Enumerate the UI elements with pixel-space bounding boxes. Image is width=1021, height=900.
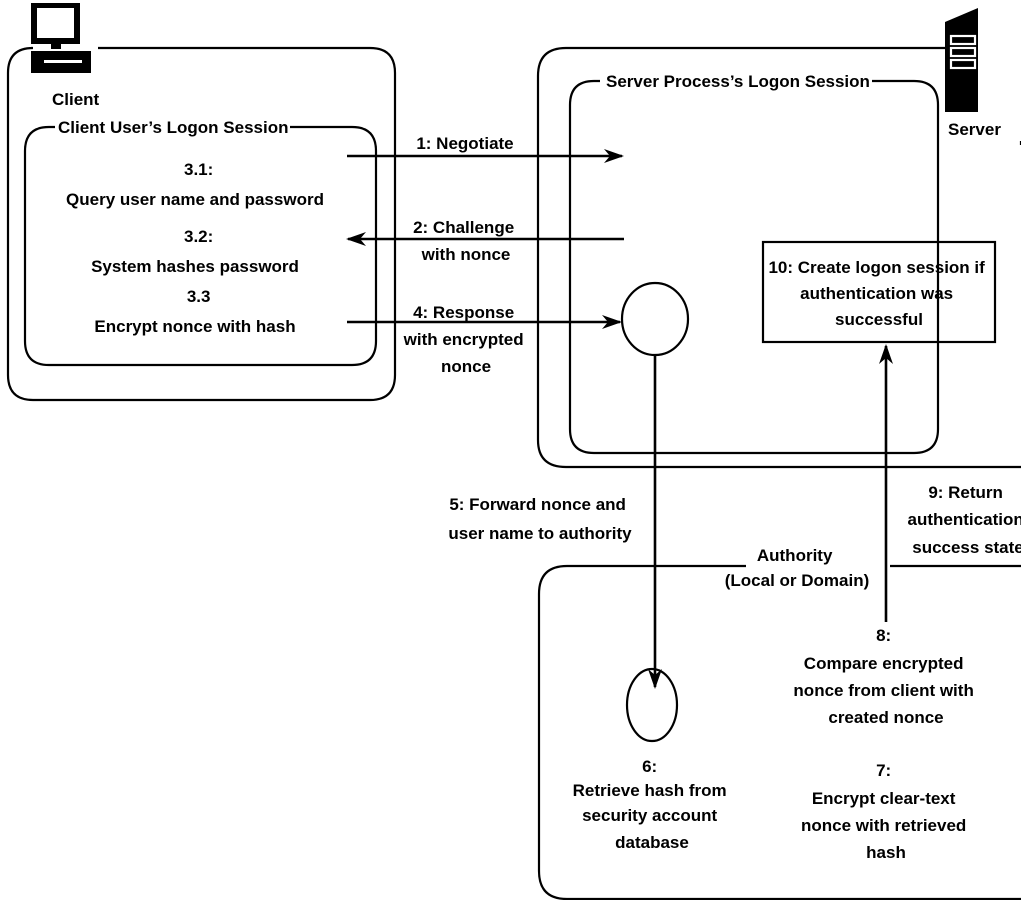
create-session-box bbox=[761, 240, 997, 344]
server-session-box bbox=[568, 79, 940, 455]
message-2: 2: Challenge with nonce bbox=[413, 218, 519, 264]
server-nonce-node bbox=[620, 281, 690, 357]
authority-title: Authority (Local or Domain) bbox=[725, 546, 870, 590]
authority-step-7: 7: Encrypt clear-text nonce with retriev… bbox=[801, 761, 971, 862]
message-1: 1: Negotiate bbox=[416, 134, 513, 153]
server-step-10: 10: Create logon session if authenticati… bbox=[768, 258, 989, 329]
message-4: 4: Response with encrypted nonce bbox=[403, 303, 529, 376]
client-session-box bbox=[23, 125, 378, 367]
server-box bbox=[536, 46, 1021, 469]
authority-step-8: 8: Compare encrypted nonce from client w… bbox=[793, 626, 978, 727]
client-session-title: Client User’s Logon Session bbox=[58, 118, 289, 137]
server-icon bbox=[945, 8, 978, 112]
client-step-3-2: 3.2: System hashes password bbox=[91, 227, 299, 276]
client-step-3-3: 3.3 Encrypt nonce with hash bbox=[94, 287, 295, 336]
client-box bbox=[6, 46, 397, 402]
message-9: 9: Return authentication success state bbox=[908, 483, 1021, 557]
client-step-3-1: 3.1: Query user name and password bbox=[66, 160, 324, 209]
authority-hash-node bbox=[625, 667, 679, 743]
client-computer-icon bbox=[31, 3, 91, 73]
authority-box bbox=[537, 564, 1021, 900]
message-5: 5: Forward nonce and user name to author… bbox=[448, 495, 632, 543]
client-label: Client bbox=[52, 90, 100, 109]
server-label: Server bbox=[948, 120, 1001, 139]
authority-step-6: 6: Retrieve hash from security account d… bbox=[573, 757, 732, 852]
server-session-title: Server Process’s Logon Session bbox=[606, 72, 870, 91]
